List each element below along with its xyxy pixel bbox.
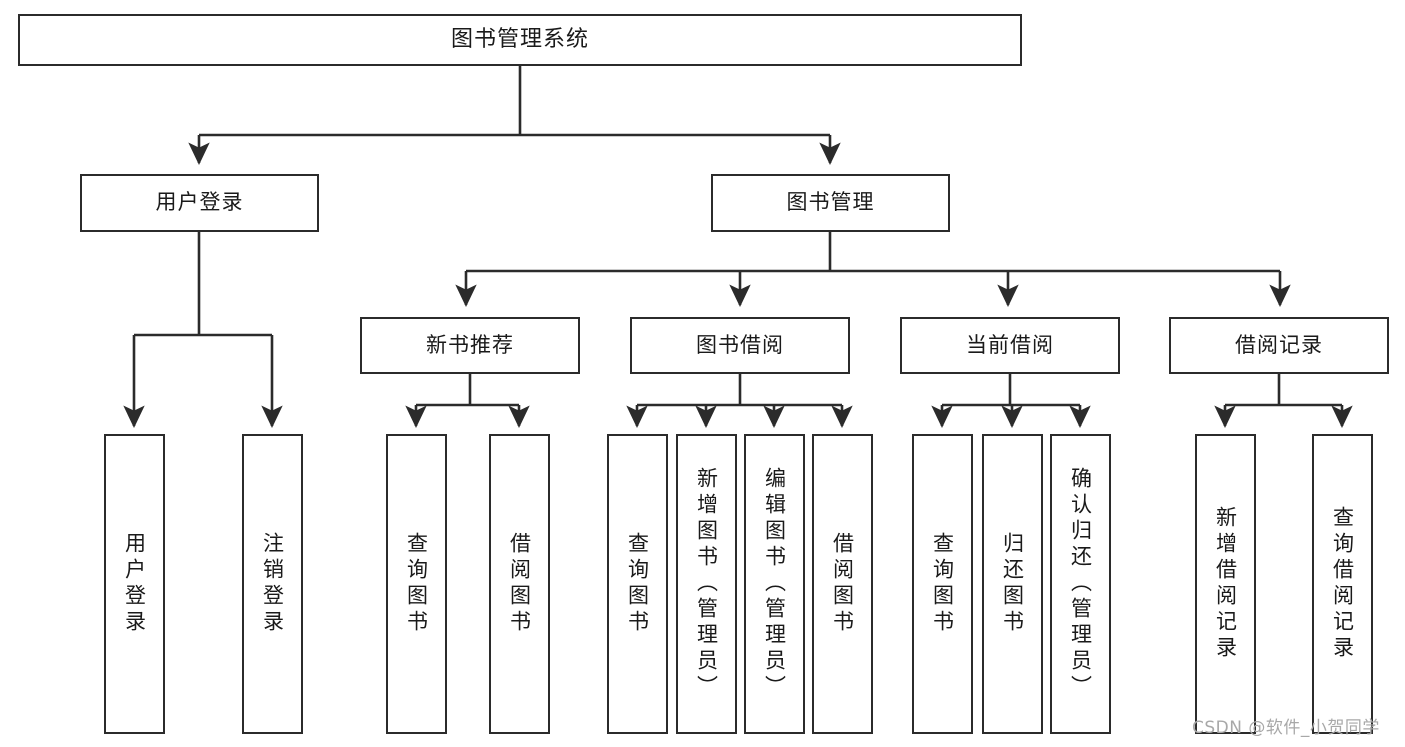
node-label: 新增图书（管理员） <box>694 467 719 701</box>
node-label: 借阅记录 <box>1235 332 1323 357</box>
node-root-book-management-system[interactable]: 图书管理系统 <box>18 14 1022 66</box>
node-label: 查询图书 <box>625 532 650 636</box>
node-label: 借阅图书 <box>830 532 855 636</box>
node-label: 查询借阅记录 <box>1330 506 1355 662</box>
leaf-book-borrow-query-book[interactable]: 查询图书 <box>607 434 668 734</box>
leaf-user-login-logout[interactable]: 注销登录 <box>242 434 303 734</box>
node-user-login[interactable]: 用户登录 <box>80 174 319 232</box>
node-label: 注销登录 <box>260 532 285 636</box>
node-borrow-record[interactable]: 借阅记录 <box>1169 317 1389 374</box>
leaf-current-borrow-confirm-return-admin[interactable]: 确认归还（管理员） <box>1050 434 1111 734</box>
leaf-book-borrow-add-book-admin[interactable]: 新增图书（管理员） <box>676 434 737 734</box>
node-label: 新书推荐 <box>426 332 514 357</box>
node-label: 查询图书 <box>930 532 955 636</box>
node-label: 当前借阅 <box>966 332 1054 357</box>
leaf-book-borrow-edit-book-admin[interactable]: 编辑图书（管理员） <box>744 434 805 734</box>
leaf-current-borrow-return-book[interactable]: 归还图书 <box>982 434 1043 734</box>
node-book-borrow[interactable]: 图书借阅 <box>630 317 850 374</box>
node-current-borrow[interactable]: 当前借阅 <box>900 317 1120 374</box>
leaf-borrow-record-add-record[interactable]: 新增借阅记录 <box>1195 434 1256 734</box>
node-label: 编辑图书（管理员） <box>762 467 787 701</box>
watermark-csdn: CSDN @软件_小贺同学 <box>1192 718 1380 738</box>
node-label: 图书管理 <box>786 190 875 215</box>
node-label: 用户登录 <box>122 532 147 636</box>
node-label: 确认归还（管理员） <box>1068 467 1093 701</box>
leaf-book-borrow-borrow-book[interactable]: 借阅图书 <box>812 434 873 734</box>
leaf-new-book-query-book[interactable]: 查询图书 <box>386 434 447 734</box>
node-label: 归还图书 <box>1000 532 1025 636</box>
leaf-new-book-borrow-book[interactable]: 借阅图书 <box>489 434 550 734</box>
leaf-borrow-record-query-record[interactable]: 查询借阅记录 <box>1312 434 1373 734</box>
node-book-management[interactable]: 图书管理 <box>711 174 950 232</box>
leaf-current-borrow-query-book[interactable]: 查询图书 <box>912 434 973 734</box>
node-label: 借阅图书 <box>507 532 532 636</box>
node-label: 新增借阅记录 <box>1213 506 1238 662</box>
node-label: 用户登录 <box>155 190 244 215</box>
node-label: 查询图书 <box>404 532 429 636</box>
leaf-user-login-login[interactable]: 用户登录 <box>104 434 165 734</box>
node-label: 图书管理系统 <box>450 26 589 52</box>
node-new-book-recommend[interactable]: 新书推荐 <box>360 317 580 374</box>
node-label: 图书借阅 <box>696 332 784 357</box>
